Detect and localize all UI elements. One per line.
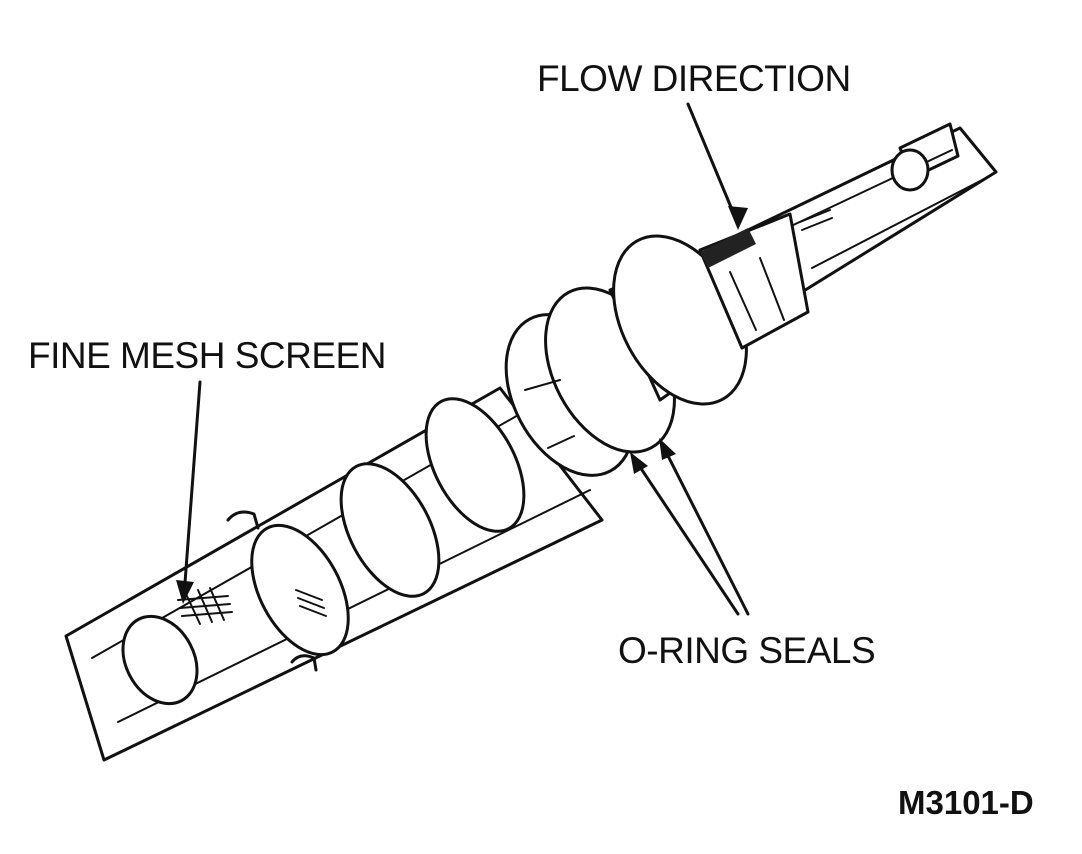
mesh-screen-hatch [177, 587, 327, 625]
leader-o-ring-2 [660, 442, 750, 616]
flow-direction-label: FLOW DIRECTION [537, 58, 851, 99]
rib-ring-2 [339, 462, 441, 598]
o-ring-seals-label: O-RING SEALS [618, 630, 876, 671]
end-opening [890, 148, 930, 192]
inlet-end-cylinder [121, 614, 199, 706]
rib-ring-1 [250, 523, 350, 657]
detail-1 [524, 379, 561, 391]
flange-tab-top [226, 510, 260, 530]
arrowhead-oring-1 [630, 452, 648, 474]
arrowhead-mesh [176, 580, 194, 604]
leader-flow-direction [686, 102, 740, 226]
detail-2 [547, 435, 575, 449]
cage-bar-1 [729, 271, 757, 331]
flange-tab-bottom [290, 654, 318, 672]
end-edge-2 [811, 177, 987, 269]
flow-arrow-mark [700, 209, 833, 268]
leader-o-ring-1 [632, 456, 740, 616]
orifice-tube-body [64, 122, 998, 762]
figure-id-label: M3101-D [898, 784, 1034, 821]
rib-ring-3 [424, 397, 526, 533]
cage-bar-2 [759, 257, 785, 321]
arrowhead-flow [728, 206, 748, 230]
arrowhead-oring-2 [659, 438, 676, 460]
leader-fine-mesh [182, 380, 202, 598]
fine-mesh-screen-label: FINE MESH SCREEN [28, 335, 386, 376]
leader-lines [176, 102, 750, 616]
